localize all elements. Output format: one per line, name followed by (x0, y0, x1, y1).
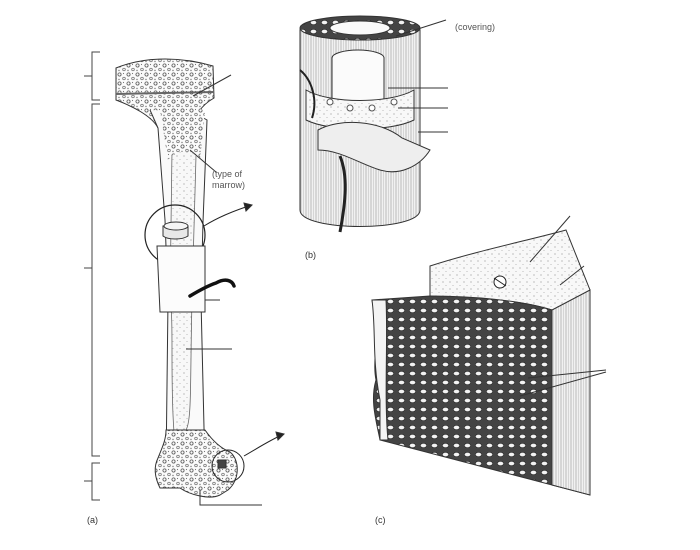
leader-marrow (189, 149, 217, 173)
leader-c3 (527, 369, 607, 379)
label-marrow-line1: (type of (212, 169, 243, 179)
panel-label-a: (a) (87, 515, 98, 525)
long-bone (84, 51, 285, 506)
leader-proximal (192, 74, 232, 97)
label-marrow-line2: marrow) (212, 180, 245, 190)
leader-c4 (519, 371, 607, 397)
bracket-proximal (91, 51, 100, 101)
leader-c1 (529, 215, 571, 263)
leader-covering (395, 19, 447, 37)
peeled-periosteum (317, 121, 431, 173)
leader-c2 (559, 265, 585, 286)
bone-section-b (299, 15, 448, 233)
nutrient-artery (188, 278, 236, 298)
panel-label-c: (c) (375, 515, 386, 525)
vessel-b2 (338, 155, 347, 233)
label-covering: (covering) (455, 22, 496, 32)
distal-detail-circle (211, 449, 245, 483)
tissue-block-c (371, 215, 607, 496)
spongy-block (371, 295, 553, 486)
vessel-b1 (299, 69, 316, 119)
periosteum-sleeve (156, 245, 206, 313)
bracket-shaft (91, 103, 100, 457)
bracket-distal (91, 462, 100, 501)
panel-label-b: (b) (305, 250, 316, 260)
